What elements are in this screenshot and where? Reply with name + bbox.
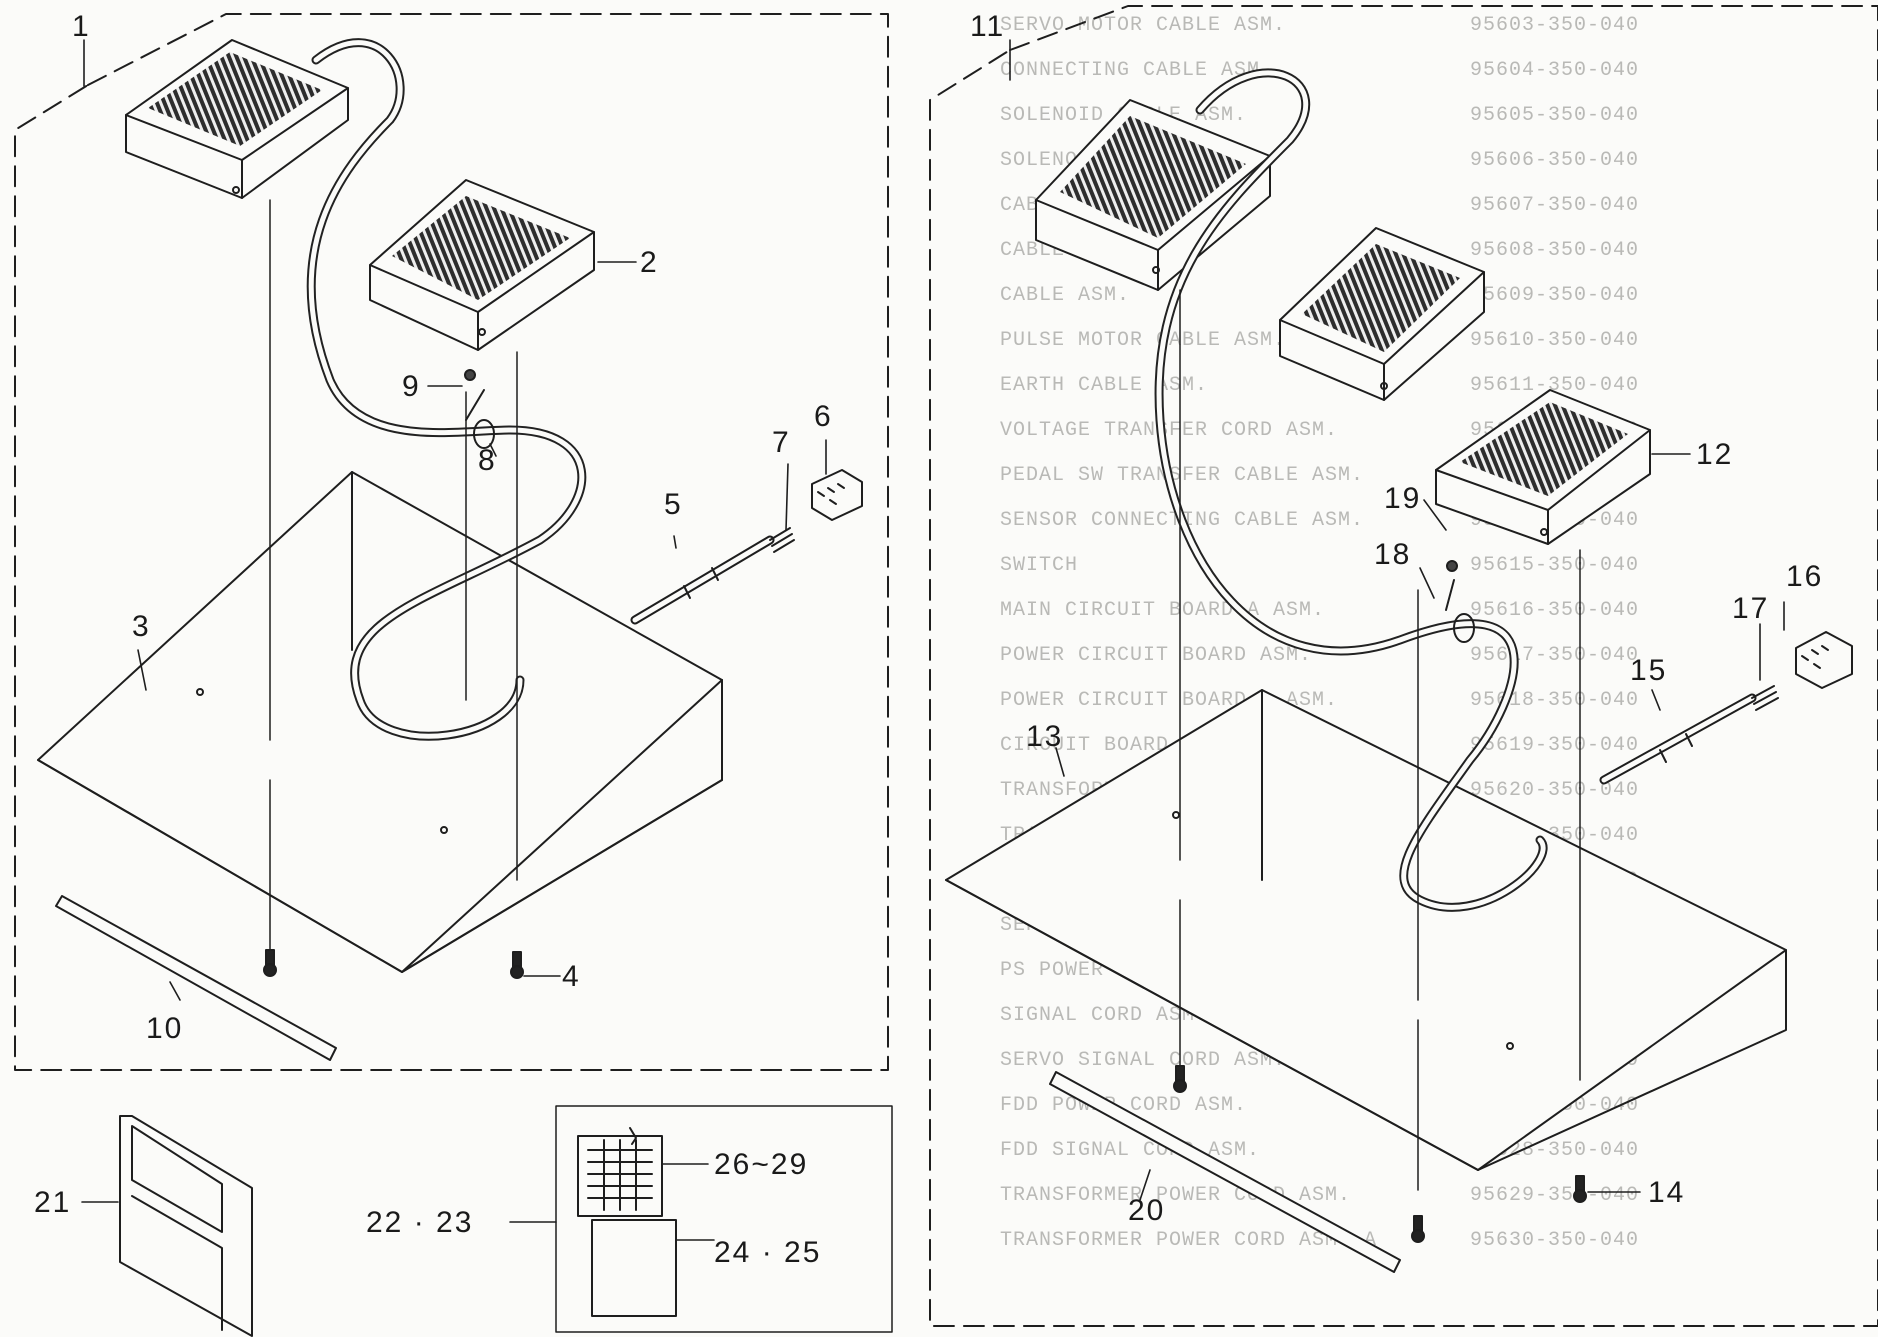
ghost-row: 95605-350-040 [1470,104,1640,127]
callout-5: 5 [664,488,683,521]
callout-2: 2 [640,246,659,279]
ghost-row: 95608-350-040 [1470,239,1640,262]
ghost-row: 95607-350-040 [1470,194,1640,217]
callout-18: 18 [1374,538,1412,571]
connector-block-left [811,469,863,521]
screw-14a [1173,1065,1187,1093]
ghost-row: 95620-350-040 [1470,779,1640,802]
ghost-row: 95630-350-040 [1470,1229,1640,1252]
callout-3: 3 [132,610,151,643]
callout-21: 21 [34,1186,72,1219]
ghost-row: 95629-350-040 [1470,1184,1640,1207]
ghost-row: VOLTAGE TRANSFER CORD ASM. [1000,419,1339,442]
ghost-row: CONNECTING CABLE ASM. [1000,59,1274,82]
callout-24-25: 24 · 25 [714,1236,822,1269]
floppy-disk-21 [119,1115,253,1337]
callout-8: 8 [478,444,497,477]
callout-7: 7 [772,426,791,459]
manual-box-22-29 [555,1105,893,1333]
ghost-row: 95603-350-040 [1470,14,1640,37]
foot-pedal-right-a [1035,99,1271,291]
ghost-row: SIGNAL CORD ASM. [1000,1004,1209,1027]
leader-lines-left [269,199,518,961]
cable-clamp-right [1445,560,1475,643]
ghost-row: SWITCH [1000,554,1079,577]
ghost-row: POWER CIRCUIT BOARD ASM. [1000,644,1313,667]
leader-lines-right [1179,289,1581,1191]
ghost-row: 95616-350-040 [1470,599,1640,622]
connector-block-right [1795,631,1853,689]
callout-17: 17 [1732,592,1770,625]
ghost-row: 95615-350-040 [1470,554,1640,577]
foot-pedal-right-b [1279,227,1485,401]
ghost-row: 95606-350-040 [1470,149,1640,172]
connector-cable-right [1599,685,1779,785]
ghost-row: SERVO SIGNAL CORD ASM. [1000,1049,1287,1072]
rubber-bar-10 [55,895,337,1061]
foot-pedal-2 [369,179,595,351]
callout-4: 4 [562,960,581,993]
foot-pedal-1 [125,39,349,199]
callout-19: 19 [1384,482,1422,515]
callout-leaders [81,39,1785,1241]
ghost-row: 95609-350-040 [1470,284,1640,307]
callout-13: 13 [1026,720,1064,753]
screw-4b [510,951,524,979]
screw-14c [1411,1215,1425,1243]
callout-22-23: 22 · 23 [366,1206,474,1239]
ghost-row: CABLE ASM. [1000,284,1131,307]
pedal-cable-left-inner [308,40,585,739]
callout-20: 20 [1128,1194,1166,1227]
callout-14: 14 [1648,1176,1686,1209]
ghost-row: 95610-350-040 [1470,329,1640,352]
screw-4a [263,949,277,977]
ghost-row: 95611-350-040 [1470,374,1640,397]
foot-pedal-12 [1435,389,1651,545]
ghost-row: FDD POWER CORD ASM. [1000,1094,1248,1117]
group-boundary-left [14,13,889,1071]
callout-11: 11 [970,10,1006,43]
cable-clamp-left [464,369,495,449]
rubber-bar-20 [1049,1071,1401,1273]
ghost-row: TRANSFORMER POWER CORD ASM. A [1000,1229,1378,1252]
callout-6: 6 [814,400,833,433]
group-boundary-right [929,5,1878,1327]
pedal-cable-right-inner [1156,70,1546,910]
callout-1: 1 [72,10,91,43]
ghost-row: 95619-350-040 [1470,734,1640,757]
callout-10: 10 [146,1012,184,1045]
ghost-row: SERVO MOTOR CABLE ASM. [1000,14,1287,37]
callout-15: 15 [1630,654,1668,687]
ghost-row: 95604-350-040 [1470,59,1640,82]
callout-26-29: 26~29 [714,1148,809,1181]
connector-cable-left [630,527,795,625]
ghost-row: PEDAL SW TRANSFER CABLE ASM. [1000,464,1365,487]
callout-12: 12 [1696,438,1734,471]
callout-9: 9 [402,370,421,403]
callout-16: 16 [1786,560,1824,593]
screw-14b [1573,1175,1587,1203]
pedal-base-plate-right [945,689,1787,1171]
ghost-row: PULSE MOTOR CABLE ASM. [1000,329,1287,352]
